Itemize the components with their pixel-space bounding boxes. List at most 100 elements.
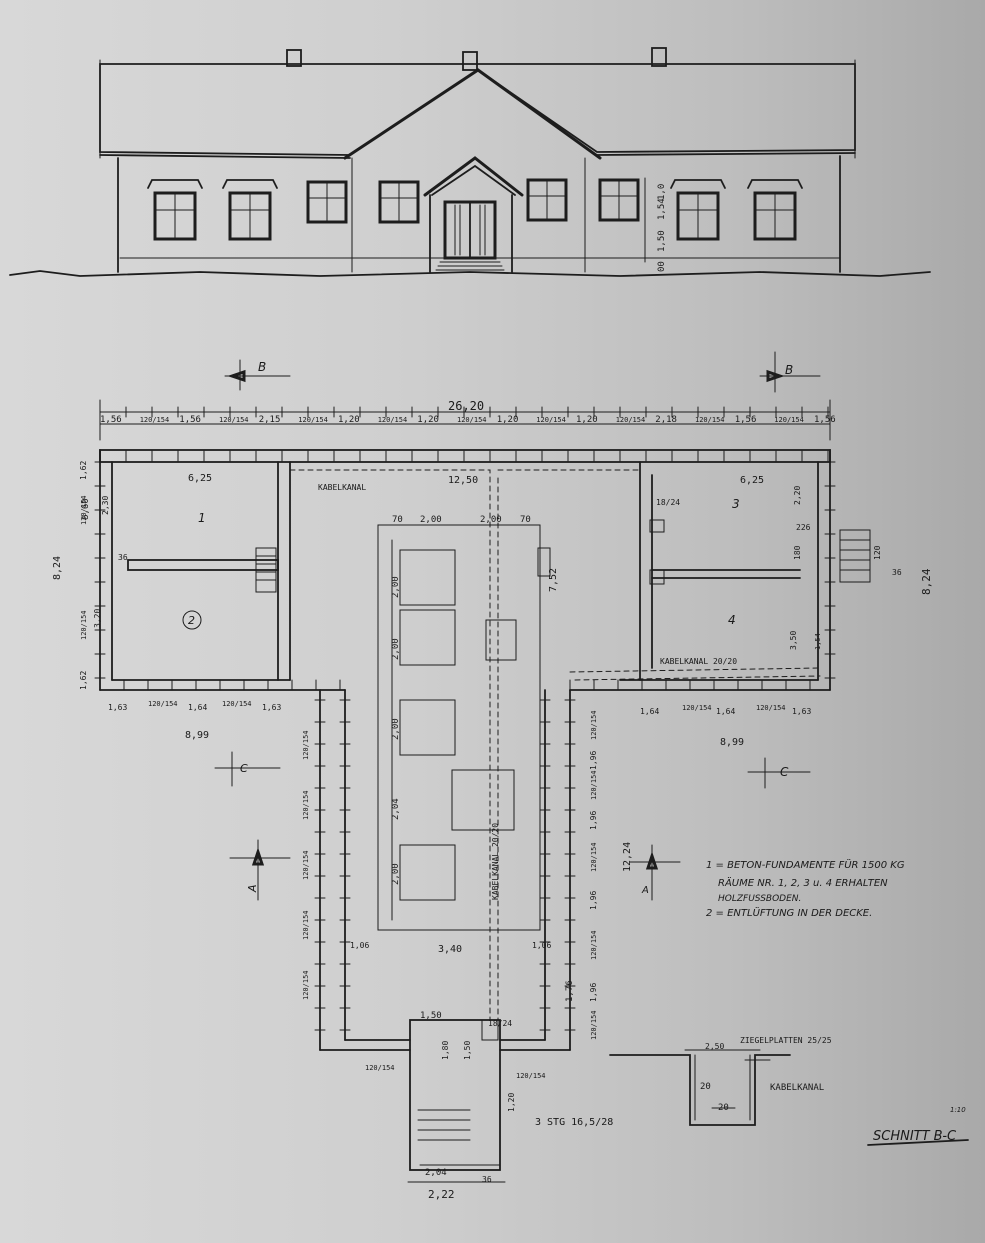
section-mark-a-right: A: [641, 885, 649, 896]
bay-dim-3: 2,04: [391, 798, 401, 820]
left-side-dim-1: 1,62: [79, 671, 88, 690]
entrance-dim-6: 36: [482, 1175, 492, 1184]
section-mark-c-left: C: [240, 762, 248, 775]
dim-1-06-left: 1,06: [350, 941, 369, 950]
right-side-dim-6: 226: [796, 523, 811, 532]
top-dim-8: 120/154: [378, 416, 408, 424]
section-top-label: ZIEGELPLATTEN 25/25: [740, 1036, 832, 1045]
mid-left-dim-5: 120/154: [302, 730, 310, 760]
right-bottom-dim-5: 1,63: [792, 707, 811, 716]
dimension-ticks: [94, 406, 836, 1031]
left-inner-width: 6,25: [188, 473, 212, 484]
plan-labels: 6,25 6,25 12,50 KABELKANAL KABELKANAL 20…: [52, 461, 933, 1201]
left-depth: 8,24: [52, 556, 63, 580]
right-side-dim-3: 180: [793, 545, 802, 560]
mid-right-dim-1: 120/154: [590, 1010, 598, 1040]
entrance-stairs: 3 STG 16,5/28: [535, 1117, 613, 1128]
entrance-dim-5: 1,50: [463, 1041, 472, 1060]
elevation-window: [526, 178, 568, 222]
top-dim-9: 1,20: [417, 415, 439, 425]
elev-dim-1: 1,50: [657, 230, 667, 252]
top-dim-10: 120/154: [457, 416, 487, 424]
bay-dim-2: 2,00: [391, 638, 401, 660]
section-scale: 1:10: [950, 1106, 966, 1114]
right-bottom-dim-3: 1,64: [716, 707, 735, 716]
section-dim-b: 20: [718, 1103, 729, 1113]
elev-dim-3: 1,0: [657, 184, 667, 200]
right-wing-width: 8,99: [720, 737, 744, 748]
top-dim-18: 120/154: [774, 416, 804, 424]
right-side-dim-4: 120: [873, 545, 882, 560]
middle-length: 12,24: [622, 842, 633, 872]
entrance-18-24: 18/24: [488, 1019, 512, 1028]
elevation-window: [670, 179, 726, 241]
note-line-2: RÄUME NR. 1, 2, 3 u. 4 ERHALTEN: [718, 876, 888, 889]
front-elevation: 1,50 1,54 1,0 00: [9, 47, 931, 277]
right-side-dim-1: 3,50: [789, 631, 798, 650]
mid-right-dim-6: 1,96: [589, 811, 598, 830]
mid-right-dim-7: 120/154: [590, 770, 598, 800]
top-dim-15: 2,18: [655, 415, 677, 425]
elevation-window: [222, 179, 278, 241]
elev-dim-4: 00: [657, 261, 667, 272]
mid-top-dim-3: 2,00: [480, 515, 502, 525]
right-depth: 8,24: [920, 568, 933, 595]
bay-dim-4: 2,00: [391, 863, 401, 885]
entrance-dim-4: 1,20: [507, 1093, 516, 1112]
room-1: 1: [198, 511, 206, 525]
left-side-dim-4: 120/154: [80, 495, 88, 525]
top-dim-12: 120/154: [536, 416, 566, 424]
top-dim-16: 120/154: [695, 416, 725, 424]
entrance-dim-1: 120/154: [365, 1064, 395, 1072]
mid-right-dim-5: 120/154: [590, 842, 598, 872]
top-dim-5: 2,15: [259, 415, 281, 425]
right-inner-width: 6,25: [740, 475, 764, 486]
left-side-dim-6: 2,30: [101, 496, 110, 515]
stair-dim: 36: [118, 553, 128, 562]
right-bottom-dim-4: 120/154: [756, 704, 786, 712]
entrance-1-50: 1,50: [420, 1011, 442, 1021]
section-title: SCHNITT B-C: [873, 1129, 957, 1144]
mid-right-dim-4: 1,96: [589, 891, 598, 910]
mid-top-dim-4: 70: [520, 515, 531, 525]
mid-right-dim-8: 1,96: [589, 751, 598, 770]
section-dim-a: 20: [700, 1082, 711, 1092]
top-dim-4: 120/154: [219, 416, 249, 424]
left-bottom-dim-1: 1,63: [108, 703, 127, 712]
dim-1-06-right: 1,06: [532, 941, 551, 950]
section-mark-a-left: A: [246, 884, 259, 893]
mid-right-dim-2: 1,96: [589, 983, 598, 1002]
top-dim-3: 1,56: [179, 415, 201, 425]
elevation-window: [147, 179, 203, 241]
left-side-dim-3: 3,20: [93, 609, 102, 628]
notes: 1 = BETON-FUNDAMENTE FÜR 1500 KG RÄUME N…: [706, 858, 905, 919]
section-detail: ZIEGELPLATTEN 25/25 2,50 KABELKANAL 20 2…: [609, 1036, 969, 1146]
mid-left-dim-2: 120/154: [302, 850, 310, 880]
elev-dim-2: 1,54: [657, 198, 667, 220]
section-mark-b-right: B: [785, 363, 793, 377]
corridor-length: 12,50: [448, 475, 478, 486]
elevation-window: [747, 179, 803, 241]
top-dim-14: 120/154: [616, 416, 646, 424]
top-dim-19: 1,56: [814, 415, 836, 425]
vent-right: 18/24: [656, 498, 680, 507]
right-bottom-dim-2: 120/154: [682, 704, 712, 712]
top-dim-1: 1,56: [100, 415, 122, 425]
cable-channel-vertical: KABELKANAL 20/20: [491, 823, 500, 900]
left-bottom-dim-5: 1,63: [262, 703, 281, 712]
left-bottom-dim-2: 120/154: [148, 700, 178, 708]
top-dim-7: 1,20: [338, 415, 360, 425]
entrance-2-04: 2,04: [425, 1168, 447, 1178]
note-line-4: 2 = ENTLÜFTUNG IN DER DECKE.: [706, 906, 872, 919]
room-4: 4: [728, 613, 736, 627]
mid-right-dim-9: 120/154: [590, 710, 598, 740]
cable-channel-right: KABELKANAL 20/20: [660, 657, 737, 666]
right-side-dim-2: 1,54: [814, 633, 822, 650]
top-dim-17: 1,56: [735, 415, 757, 425]
mid-left-dim-1: 120/154: [302, 790, 310, 820]
left-side-dim-5: 1,62: [79, 461, 88, 480]
elevation-window: [378, 180, 420, 224]
